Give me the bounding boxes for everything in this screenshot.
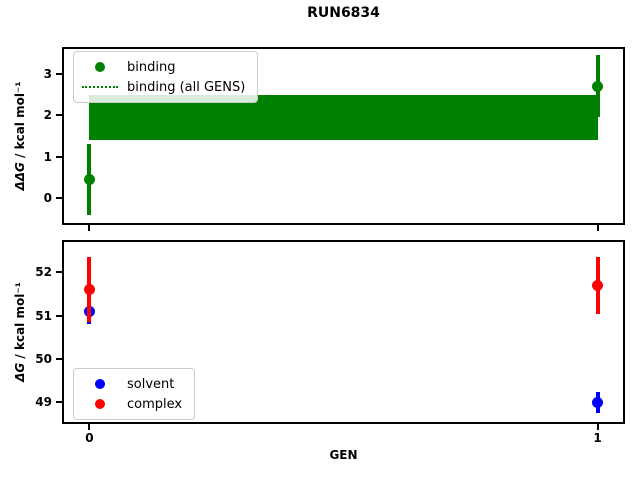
- data-point-binding: [592, 80, 604, 92]
- x-tick-mark: [88, 225, 91, 231]
- y-tick-mark: [56, 72, 62, 75]
- y-tick-mark: [56, 401, 62, 404]
- y-tick-label: 3: [43, 66, 52, 81]
- x-tick-mark: [596, 424, 599, 430]
- data-point-solvent: [592, 396, 604, 408]
- y-tick-label: 50: [35, 352, 52, 367]
- top-legend: binding binding (all GENS): [73, 51, 259, 103]
- figure-title: RUN6834: [307, 5, 380, 21]
- bottom-axes: solvent complex 49 50 51 52 0 1: [35, 240, 625, 445]
- y-tick-mark: [56, 271, 62, 274]
- binding-marker-icon: [82, 62, 118, 72]
- x-tick-mark: [596, 225, 599, 231]
- bottom-y-axis-label: ΔG / kcal mol⁻¹: [13, 282, 27, 382]
- legend-item-solvent: solvent: [82, 374, 182, 394]
- legend-label: binding: [127, 59, 176, 75]
- x-tick-mark: [88, 424, 91, 430]
- legend-item-binding-all-gens: binding (all GENS): [82, 77, 245, 97]
- dotted-line-icon: [82, 86, 118, 88]
- x-axis-label: GEN: [329, 448, 358, 462]
- x-tick-label: 0: [85, 431, 94, 445]
- complex-marker-icon: [82, 399, 118, 409]
- legend-label: complex: [127, 396, 183, 412]
- y-tick-label: 0: [43, 191, 52, 206]
- legend-label: solvent: [127, 376, 175, 392]
- top-axes: binding binding (all GENS) 0 1 2 3: [44, 47, 625, 231]
- data-point-binding: [83, 174, 95, 185]
- y-tick-mark: [56, 155, 62, 158]
- y-tick-label: 2: [43, 108, 52, 123]
- data-point-complex: [592, 279, 604, 291]
- solvent-marker-icon: [82, 379, 118, 389]
- y-tick-label: 51: [35, 308, 52, 323]
- legend-label: binding (all GENS): [127, 79, 246, 95]
- top-y-axis-label: ΔΔG / kcal mol⁻¹: [13, 81, 27, 191]
- y-tick-label: 1: [43, 149, 52, 164]
- legend-item-binding: binding: [82, 57, 245, 77]
- y-tick-mark: [56, 114, 62, 117]
- bottom-legend: solvent complex: [73, 368, 196, 420]
- y-tick-mark: [56, 314, 62, 317]
- legend-item-complex: complex: [82, 394, 182, 414]
- data-point-complex: [83, 284, 95, 296]
- y-tick-mark: [56, 197, 62, 200]
- x-tick-label: 1: [593, 431, 602, 445]
- y-tick-label: 49: [35, 395, 52, 410]
- y-tick-mark: [56, 358, 62, 361]
- y-tick-label: 52: [35, 265, 52, 280]
